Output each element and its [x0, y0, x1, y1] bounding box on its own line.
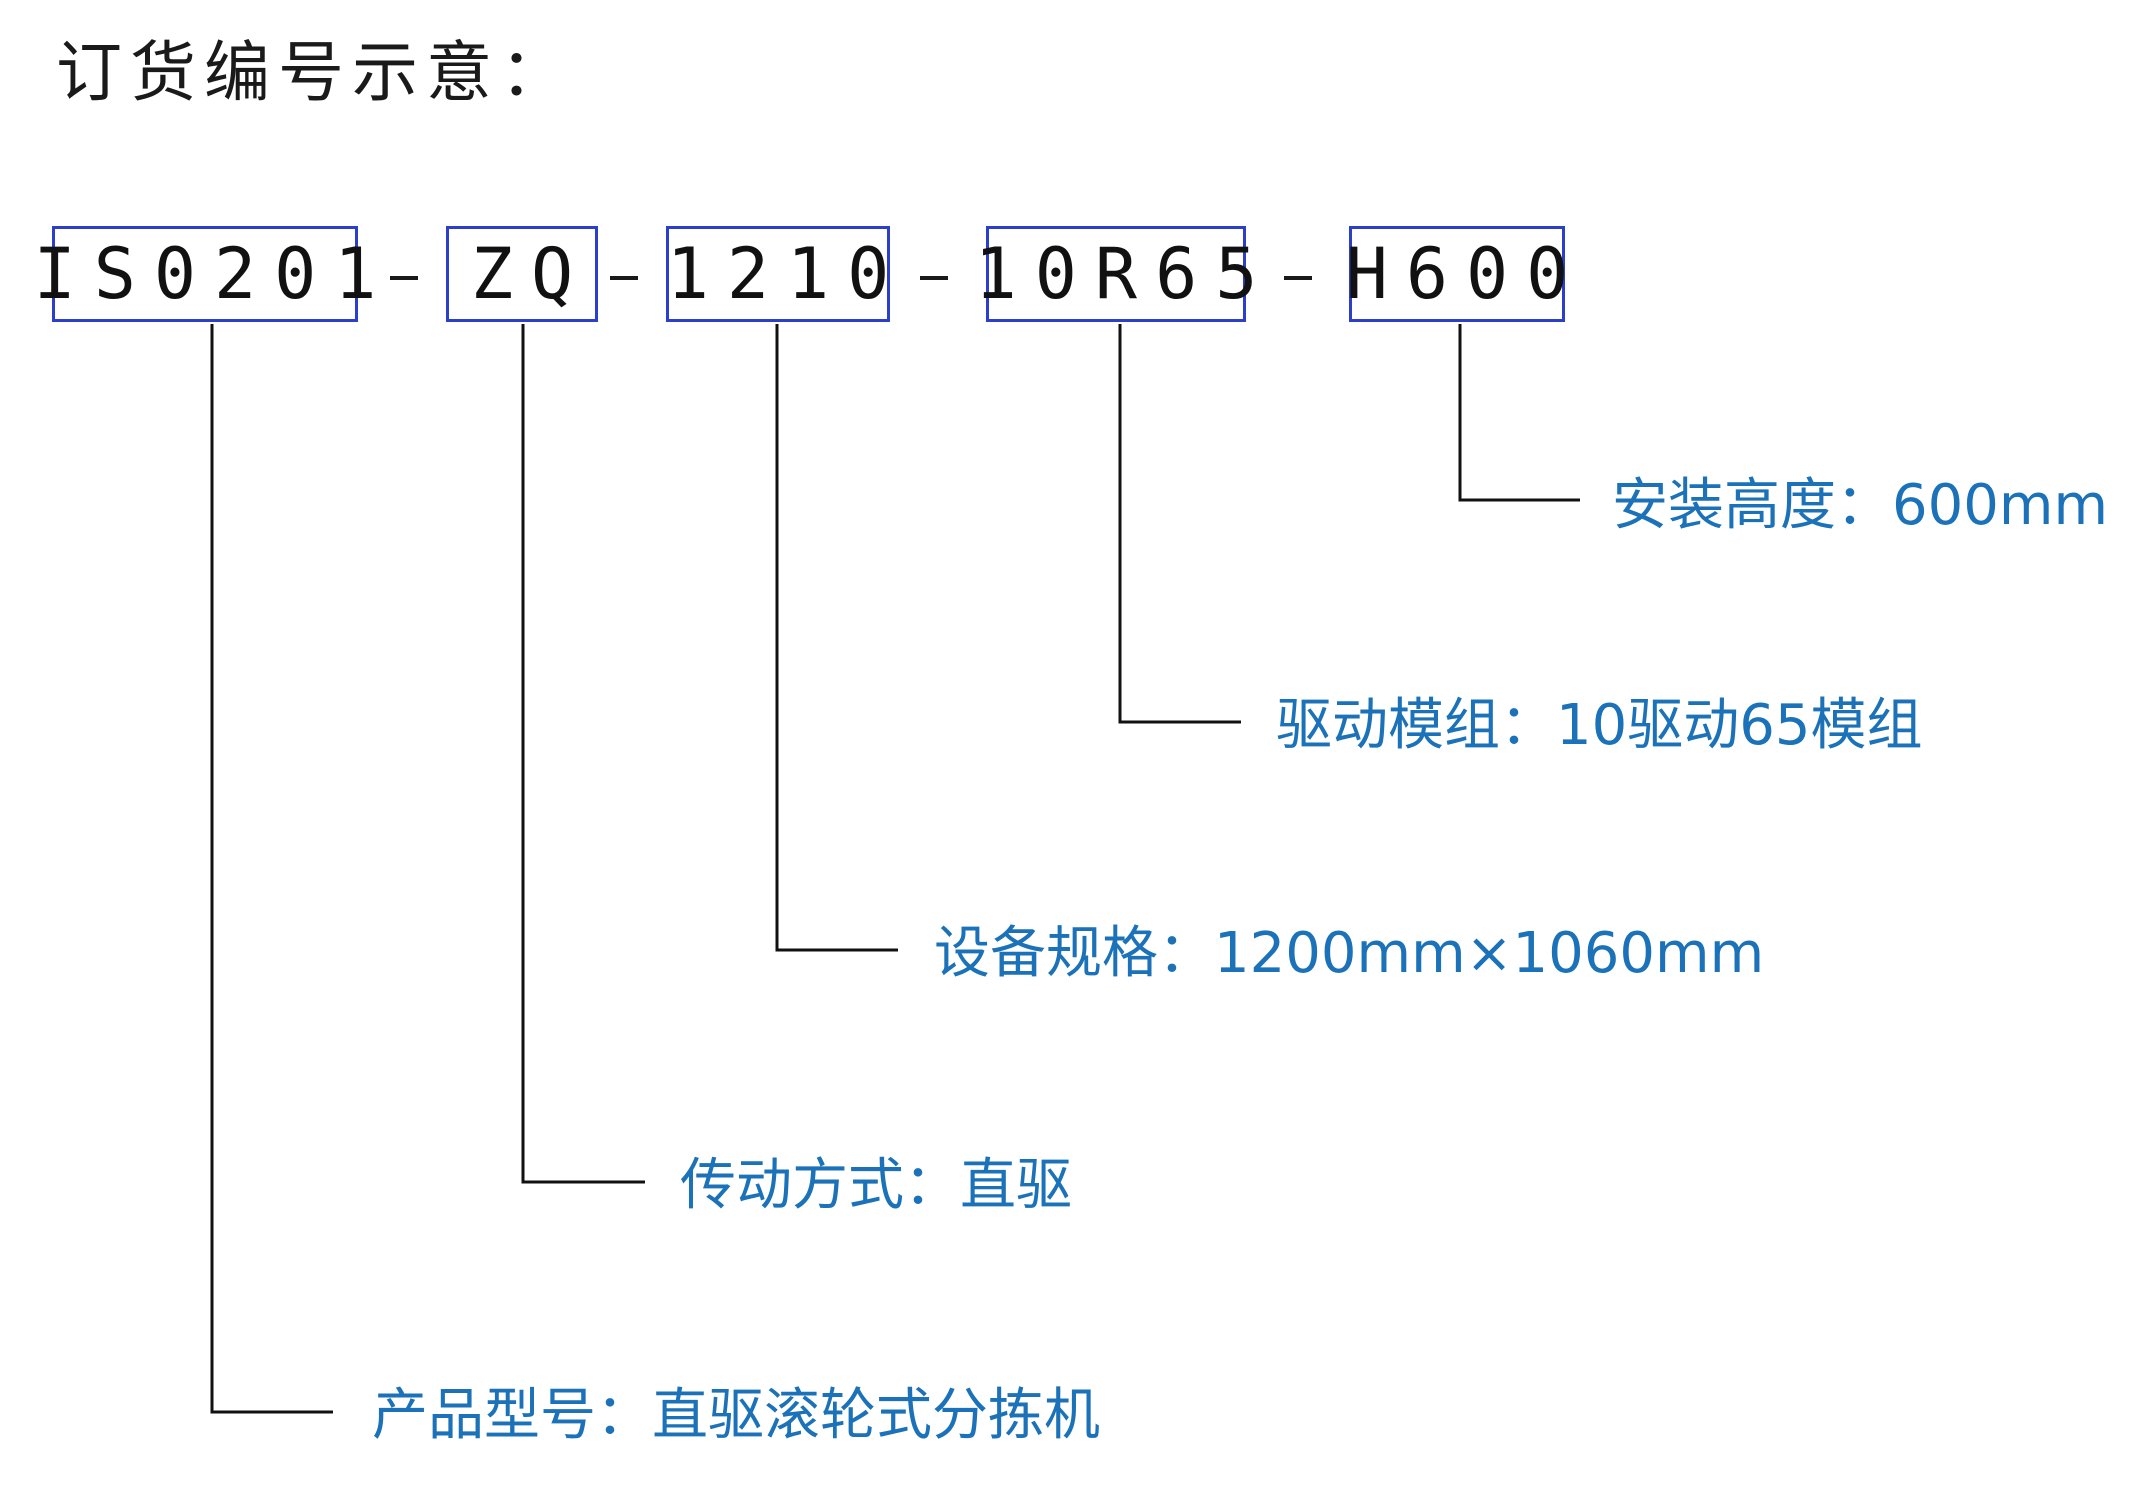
label-product-model: 产品型号：直驱滚轮式分拣机 — [372, 1383, 1100, 1448]
code-box-product-model: IS0201 — [34, 226, 376, 322]
code-box-drive-mode: ZQ — [446, 226, 598, 322]
separator-dash — [390, 276, 418, 280]
connector-drive-module — [1118, 324, 1241, 724]
separator-dash — [920, 276, 948, 280]
code-box-drive-module: 10R65 — [975, 226, 1257, 322]
label-spec: 设备规格：1200mm×1060mm — [934, 921, 1765, 986]
connector-drive-mode — [521, 324, 645, 1184]
separator-dash — [610, 276, 638, 280]
label-install-height: 安装高度：600mm — [1612, 473, 2108, 538]
code-box-install-height: H600 — [1346, 226, 1568, 322]
connector-install-height — [1458, 324, 1580, 502]
separator-dash — [1284, 276, 1312, 280]
label-drive-module: 驱动模组：10驱动65模组 — [1276, 693, 1923, 758]
connector-spec — [775, 324, 898, 952]
page-title: 订货编号示意： — [56, 34, 574, 111]
label-drive-mode: 传动方式：直驱 — [680, 1153, 1072, 1218]
connector-product-model — [210, 324, 333, 1414]
code-box-spec: 1210 — [666, 226, 890, 322]
